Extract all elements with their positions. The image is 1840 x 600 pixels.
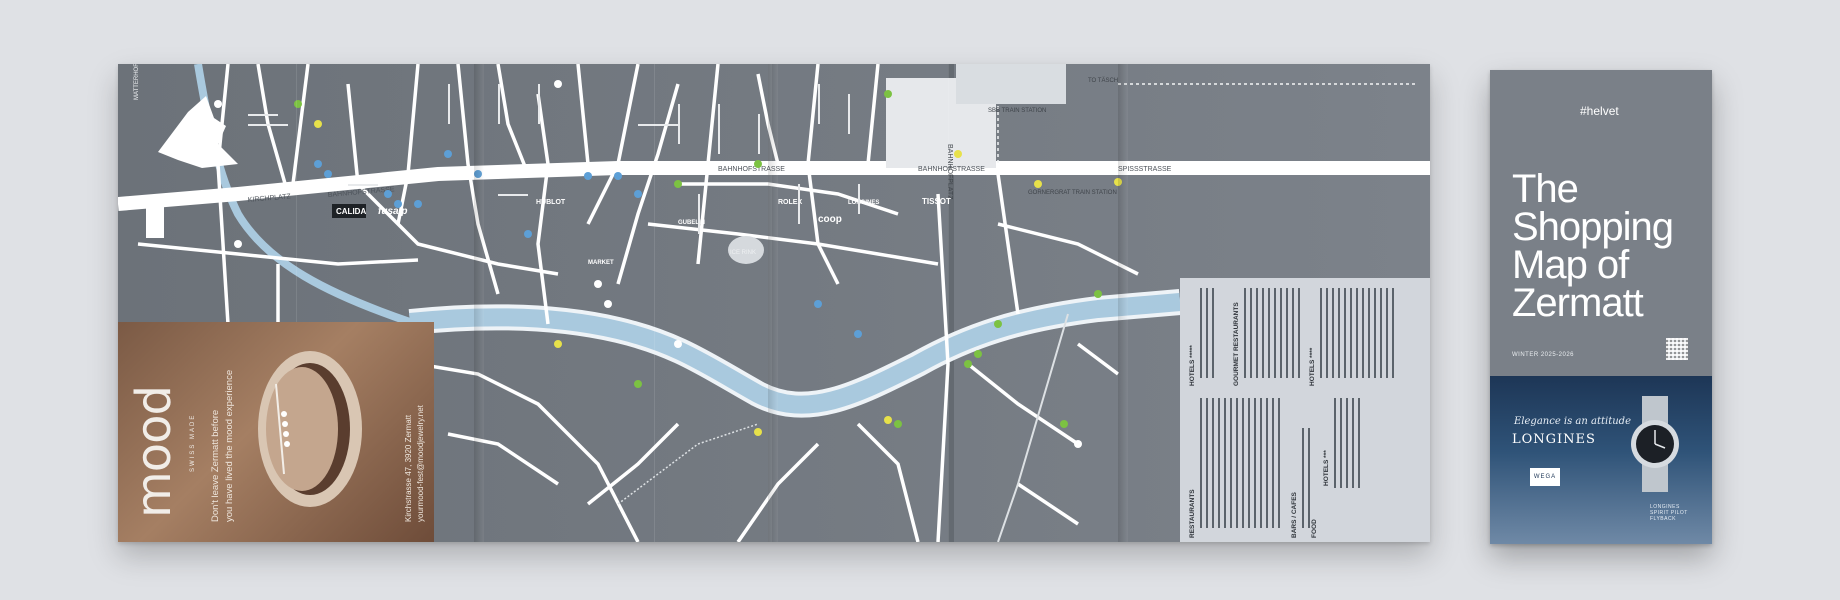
logo-tissot: TISSOT [922, 197, 951, 206]
brochure-cover[interactable]: #helvet The Shopping Map of Zermatt WINT… [1490, 70, 1712, 544]
station-block [956, 64, 1066, 104]
cover-title-line-4: Zermatt [1512, 281, 1644, 325]
legend-food: FOOD [1311, 519, 1318, 538]
cover-title-line-2: Shopping [1512, 205, 1674, 249]
ring-image [258, 351, 362, 507]
place-label-tasch: TO TÄSCH [1088, 77, 1118, 84]
mood-website: yourmood-fest@moodjewelry.net [416, 405, 425, 522]
map-sheet: BAHNHOFSTRASSE BAHNHOFSTRASSE BAHNHOFSTR… [118, 64, 1430, 542]
mood-ad[interactable]: mood SWISS MADE Don't leave Zermatt befo… [118, 322, 434, 542]
street-label-6: BAHNHOFPLATZ [946, 144, 953, 200]
longines-product: LONGINES SPIRIT PILOT FLYBACK [1650, 504, 1688, 522]
mood-subtitle: SWISS MADE [190, 413, 196, 472]
mood-tagline-1: Don't leave Zermatt before [210, 409, 221, 522]
legend-hotels-5: HOTELS ***** [1189, 345, 1196, 386]
legend-hotels-3: HOTELS *** [1323, 450, 1330, 486]
place-label-sbb: SBB TRAIN STATION [988, 108, 1046, 114]
place-label-matterhorn: MATTERHORN [134, 64, 140, 100]
logo-hublot: HUBLOT [536, 199, 566, 206]
street-label-2: BAHNHOFSTRASSE [718, 166, 785, 173]
roads [137, 64, 1139, 542]
mood-logo: mood [126, 386, 182, 518]
legend-bars: BARS / CAFES [1291, 491, 1298, 538]
street-label-4: SPISSSTRASSE [1118, 166, 1172, 173]
logo-longines: LONGINES [848, 200, 879, 206]
place-label-gornergrat: GORNERGRAT TRAIN STATION [1028, 190, 1117, 196]
longines-ad[interactable]: Elegance is an attitude LONGINES WEGA LO… [1490, 376, 1712, 544]
logo-gubelin: GUBELIN [678, 220, 705, 226]
legend-svg: RESTAURANTS BARS / CAFES FOOD HOTELS ***… [1189, 288, 1394, 538]
legend-hotels-4: HOTELS **** [1309, 347, 1316, 386]
ice-rink [728, 236, 764, 264]
place-label-ice-rink: ICE RINK [730, 250, 756, 256]
logo-calida: CALIDA [336, 207, 366, 216]
longines-slogan: Elegance is an attitude [1514, 416, 1631, 427]
railway [997, 64, 1418, 164]
cover-title-line-1: The [1512, 167, 1579, 211]
matterhorn-glacier-paradise [146, 204, 164, 238]
watch-icon [1631, 396, 1679, 492]
street-label-5: KIRCHPLATZ [248, 193, 292, 204]
legend-entries [1200, 288, 1394, 528]
mood-address: Kirchstrasse 47, 3920 Zermatt [404, 414, 413, 522]
markers [214, 80, 1122, 448]
street-label-3: BAHNHOFSTRASSE [918, 166, 985, 173]
matterhorn-shape [158, 96, 238, 168]
wega-badge: WEGA [1530, 468, 1560, 486]
logo-fusalp: fusalp [378, 206, 407, 217]
logo-market: MARKET [588, 260, 614, 266]
shop-logos: CALIDA fusalp HUBLOT TISSOT coop ROLEX L… [332, 197, 951, 266]
longines-logo: LONGINES [1512, 432, 1596, 447]
shop-text-marks [248, 84, 860, 234]
qr-code-icon [1666, 338, 1688, 360]
cover-title: The Shopping Map of Zermatt [1512, 167, 1702, 325]
logo-rolex: ROLEX [778, 199, 802, 206]
legend-gourmet: GOURMET RESTAURANTS [1233, 302, 1240, 386]
cover-title-line-3: Map of [1512, 243, 1629, 287]
logo-coop: coop [818, 214, 842, 225]
cover-season: WINTER 2025-2026 [1512, 352, 1575, 358]
cover-hashtag: #helvet [1580, 104, 1619, 118]
legend-restaurants: RESTAURANTS [1189, 489, 1196, 538]
map-legend: RESTAURANTS BARS / CAFES FOOD HOTELS ***… [1180, 278, 1430, 542]
mood-tagline-2: you have lived the mood experience [224, 369, 235, 522]
